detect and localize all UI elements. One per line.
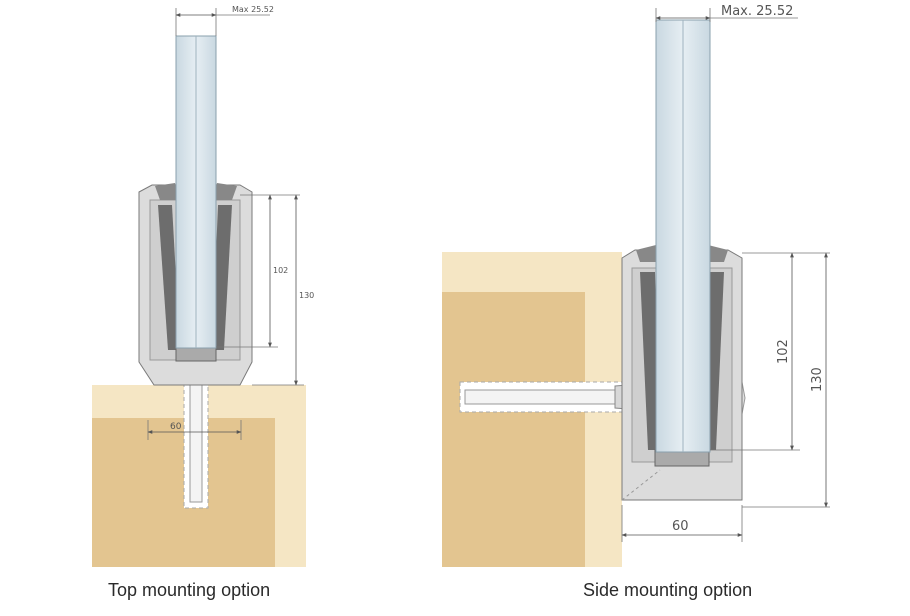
side-dim-width: 60 (672, 519, 689, 534)
top-glass-panel (175, 35, 217, 349)
side-glass-panel (655, 19, 711, 453)
side-dim-inner: 102 (776, 339, 791, 364)
top-dim-width: 60 (170, 422, 182, 432)
side-dim-outer: 130 (810, 367, 825, 392)
top-mounting-caption: Top mounting option (108, 580, 271, 600)
top-dim-outer: 130 (299, 291, 314, 300)
side-max-width-label: Max. 25.52 (721, 4, 793, 19)
top-max-width-label: Max 25.52 (232, 5, 274, 14)
side-dimensions: Max. 25.52 102 130 60 (621, 4, 830, 542)
top-dim-inner: 102 (273, 266, 288, 275)
side-mounting-drawing: Max. 25.52 102 130 60 (442, 4, 830, 567)
top-dimensions: Max 25.52 102 130 60 (147, 5, 314, 440)
side-mounting-caption: Side mounting option (583, 580, 753, 600)
top-mounting-drawing: Max 25.52 102 130 60 (92, 5, 314, 567)
